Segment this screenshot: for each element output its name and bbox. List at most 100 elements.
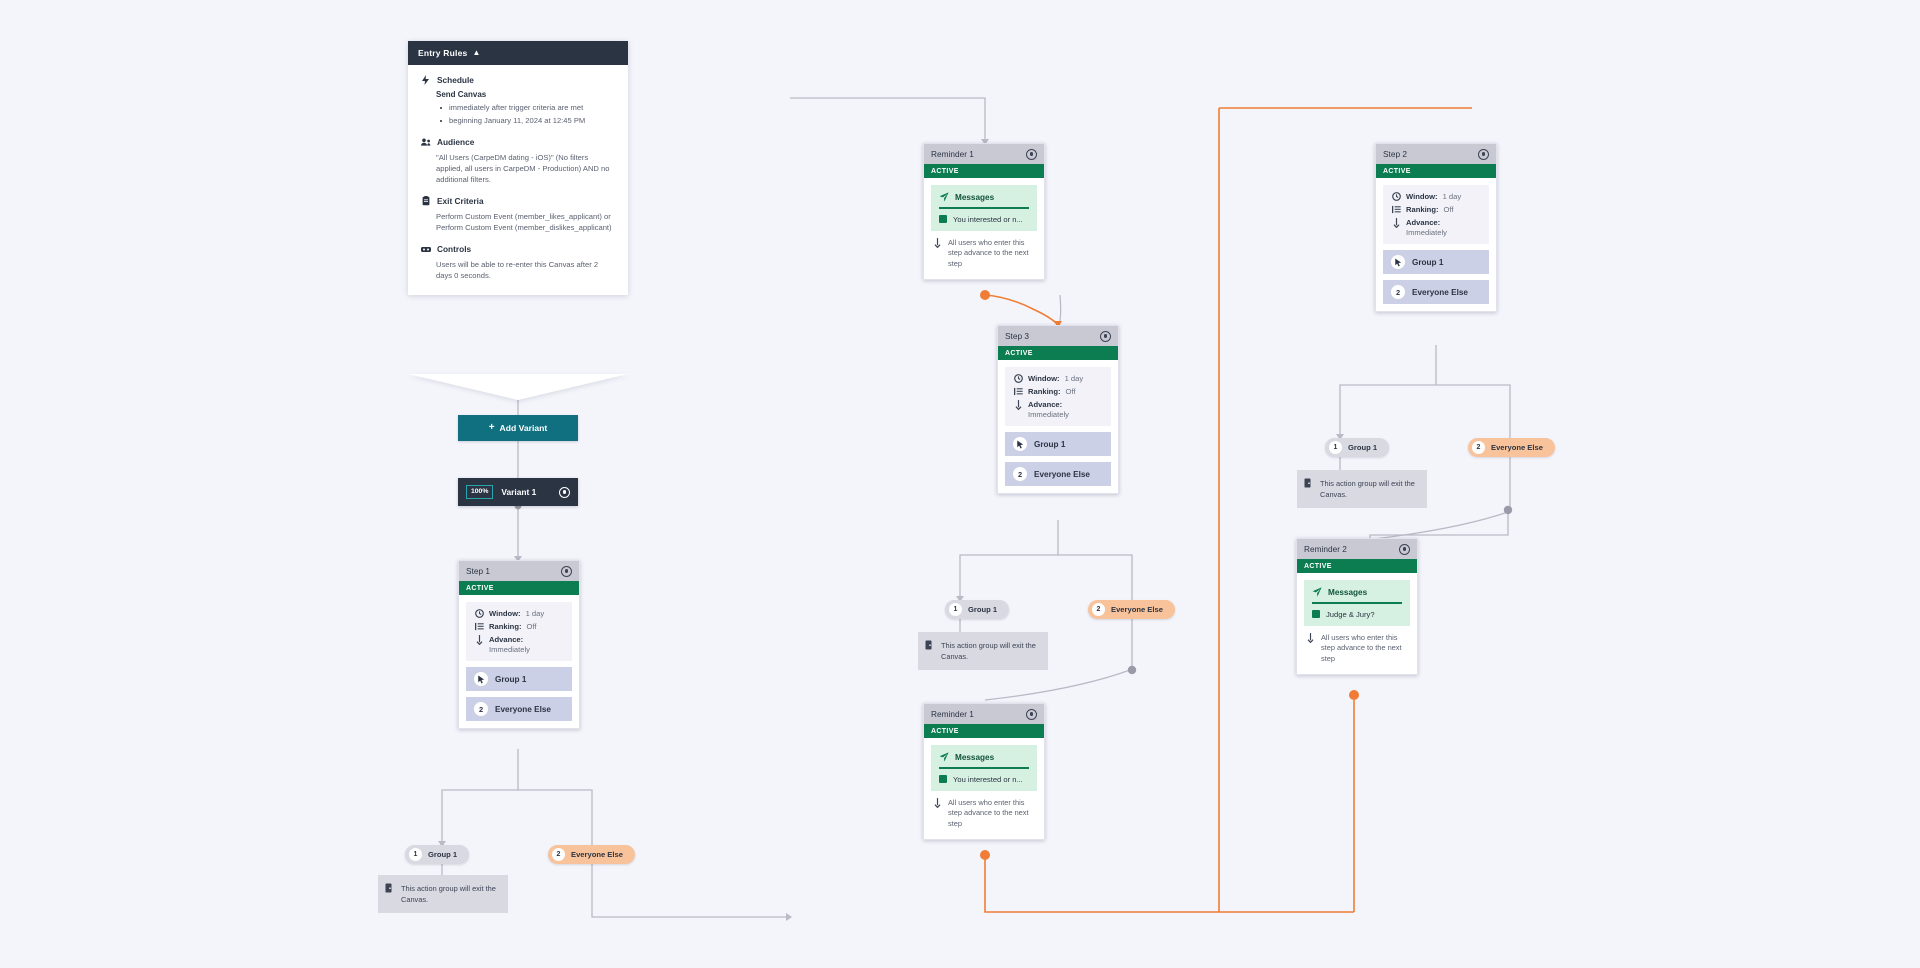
cursor-icon — [474, 672, 488, 686]
exit-note-text: This action group will exit the Canvas. — [1320, 479, 1415, 500]
gear-icon[interactable] — [561, 565, 572, 577]
pill-number: 1 — [409, 848, 422, 861]
exit-criteria-text: Perform Custom Event (member_likes_appli… — [436, 212, 612, 232]
advance-row: Advance: Immediately — [1391, 218, 1481, 237]
exit-note-left: This action group will exit the Canvas. — [378, 875, 508, 914]
schedule-bullets: immediately after trigger criteria are m… — [440, 102, 616, 126]
reminder-2-header[interactable]: Reminder 2 — [1297, 539, 1417, 559]
list-icon — [1391, 205, 1401, 214]
divider — [1312, 602, 1402, 604]
message-panel[interactable]: Messages Judge & Jury? — [1304, 580, 1410, 626]
audience-icon — [420, 138, 431, 146]
gear-icon[interactable] — [1026, 148, 1037, 160]
paper-plane-icon — [1312, 587, 1322, 597]
group-1-label: Group 1 — [1412, 257, 1444, 267]
section-title-controls: Controls — [420, 244, 616, 254]
pill-label: Group 1 — [1348, 443, 1378, 452]
chevron-up-icon[interactable]: ▲ — [472, 48, 481, 57]
door-icon — [385, 883, 395, 905]
step-2-card[interactable]: Step 2 ACTIVE Window: 1 day Ranking: — [1375, 143, 1497, 312]
group-1-button[interactable]: Group 1 — [466, 667, 572, 691]
status-badge: ACTIVE — [459, 581, 579, 595]
advance-note: All users who enter this step advance to… — [931, 791, 1037, 832]
pill-group-1[interactable]: 1 Group 1 — [1325, 438, 1390, 457]
everyone-else-button[interactable]: 2 Everyone Else — [466, 697, 572, 721]
ranking-row: Ranking: Off — [474, 622, 564, 631]
pill-everyone-else[interactable]: 2 Everyone Else — [1468, 438, 1555, 457]
everyone-else-label: Everyone Else — [1034, 469, 1090, 479]
status-badge: ACTIVE — [924, 164, 1044, 178]
advance-note-text: All users who enter this step advance to… — [948, 797, 1029, 829]
cursor-icon — [1391, 255, 1405, 269]
pill-everyone-else[interactable]: 2 Everyone Else — [1088, 600, 1175, 619]
pill-label: Everyone Else — [1491, 443, 1543, 452]
messages-title: Messages — [1312, 587, 1402, 597]
reminder-1-top-header[interactable]: Reminder 1 — [924, 144, 1044, 164]
everyone-else-button[interactable]: 2 Everyone Else — [1383, 280, 1489, 304]
group-1-button[interactable]: Group 1 — [1005, 432, 1111, 456]
message-item[interactable]: You interested or n... — [939, 775, 1029, 784]
entry-rules-header[interactable]: Entry Rules ▲ — [408, 41, 628, 65]
everyone-else-number: 2 — [1391, 285, 1405, 299]
step-3-title: Step 3 — [1005, 331, 1029, 341]
everyone-else-button[interactable]: 2 Everyone Else — [1005, 462, 1111, 486]
pill-everyone-else[interactable]: 2 Everyone Else — [548, 845, 635, 864]
advance-note: All users who enter this step advance to… — [1304, 626, 1410, 667]
advance-row: Advance: Immediately — [1013, 400, 1103, 419]
exit-note-right: This action group will exit the Canvas. — [1297, 470, 1427, 509]
bolt-icon — [420, 75, 431, 85]
schedule-bullet: beginning January 11, 2024 at 12:45 PM — [440, 115, 616, 126]
advance-note: All users who enter this step advance to… — [931, 231, 1037, 272]
gear-icon[interactable] — [1026, 708, 1037, 720]
pill-label: Everyone Else — [1111, 605, 1163, 614]
variant-percent-badge: 100% — [466, 485, 494, 499]
schedule-subtitle: Send Canvas — [436, 90, 487, 99]
reminder-2-card[interactable]: Reminder 2 ACTIVE Messages Judge & Jury? — [1296, 538, 1418, 675]
reminder-1-top-body: Messages You interested or n... All user… — [924, 178, 1044, 279]
gear-icon[interactable] — [1100, 330, 1111, 342]
pill-label: Everyone Else — [571, 850, 623, 859]
reminder-1-bottom-header[interactable]: Reminder 1 — [924, 704, 1044, 724]
gear-icon[interactable] — [1478, 148, 1489, 160]
pill-group-1[interactable]: 1 Group 1 — [405, 845, 470, 864]
variant-label: Variant 1 — [501, 487, 537, 497]
step-1-card[interactable]: Step 1 ACTIVE Window: 1 day Ranking: — [458, 560, 580, 729]
controls-text: Users will be able to re-enter this Canv… — [436, 260, 599, 280]
add-variant-button[interactable]: + Add Variant — [458, 415, 578, 441]
cursor-icon — [1013, 437, 1027, 451]
push-icon — [939, 775, 947, 784]
message-panel[interactable]: Messages You interested or n... — [931, 185, 1037, 231]
message-panel[interactable]: Messages You interested or n... — [931, 745, 1037, 791]
variant-node[interactable]: 100% Variant 1 — [458, 478, 578, 506]
step-settings-panel: Window: 1 day Ranking: Off Advance: — [1005, 367, 1111, 426]
gear-icon[interactable] — [1399, 543, 1410, 555]
status-badge: ACTIVE — [998, 346, 1118, 360]
group-1-button[interactable]: Group 1 — [1383, 250, 1489, 274]
message-item[interactable]: Judge & Jury? — [1312, 610, 1402, 619]
step-3-header[interactable]: Step 3 — [998, 326, 1118, 346]
step-3-card[interactable]: Step 3 ACTIVE Window: 1 day Ranking: — [997, 325, 1119, 494]
group-1-label: Group 1 — [495, 674, 527, 684]
reminder-1-bottom-card[interactable]: Reminder 1 ACTIVE Messages You intereste… — [923, 703, 1045, 840]
reminder-1-top-card[interactable]: Reminder 1 ACTIVE Messages You intereste… — [923, 143, 1045, 280]
plus-icon: + — [488, 422, 495, 433]
push-icon — [939, 215, 947, 224]
step-1-header[interactable]: Step 1 — [459, 561, 579, 581]
entry-rules-card[interactable]: Entry Rules ▲ Schedule Send Canvas immed… — [408, 41, 628, 295]
step-1-title: Step 1 — [466, 566, 490, 576]
gear-icon[interactable] — [559, 486, 570, 498]
entry-rules-pointer — [408, 374, 628, 400]
push-icon — [1312, 610, 1320, 619]
paper-plane-icon — [939, 192, 949, 202]
pill-group-1[interactable]: 1 Group 1 — [945, 600, 1010, 619]
pill-number: 1 — [1329, 441, 1342, 454]
step-2-header[interactable]: Step 2 — [1376, 144, 1496, 164]
entry-rules-title: Entry Rules — [418, 48, 468, 58]
clock-icon — [1013, 374, 1023, 383]
reminder-2-title: Reminder 2 — [1304, 544, 1347, 554]
status-badge: ACTIVE — [924, 724, 1044, 738]
step-3-body: Window: 1 day Ranking: Off Advance: — [998, 360, 1118, 493]
message-item[interactable]: You interested or n... — [939, 215, 1029, 224]
divider — [939, 207, 1029, 209]
